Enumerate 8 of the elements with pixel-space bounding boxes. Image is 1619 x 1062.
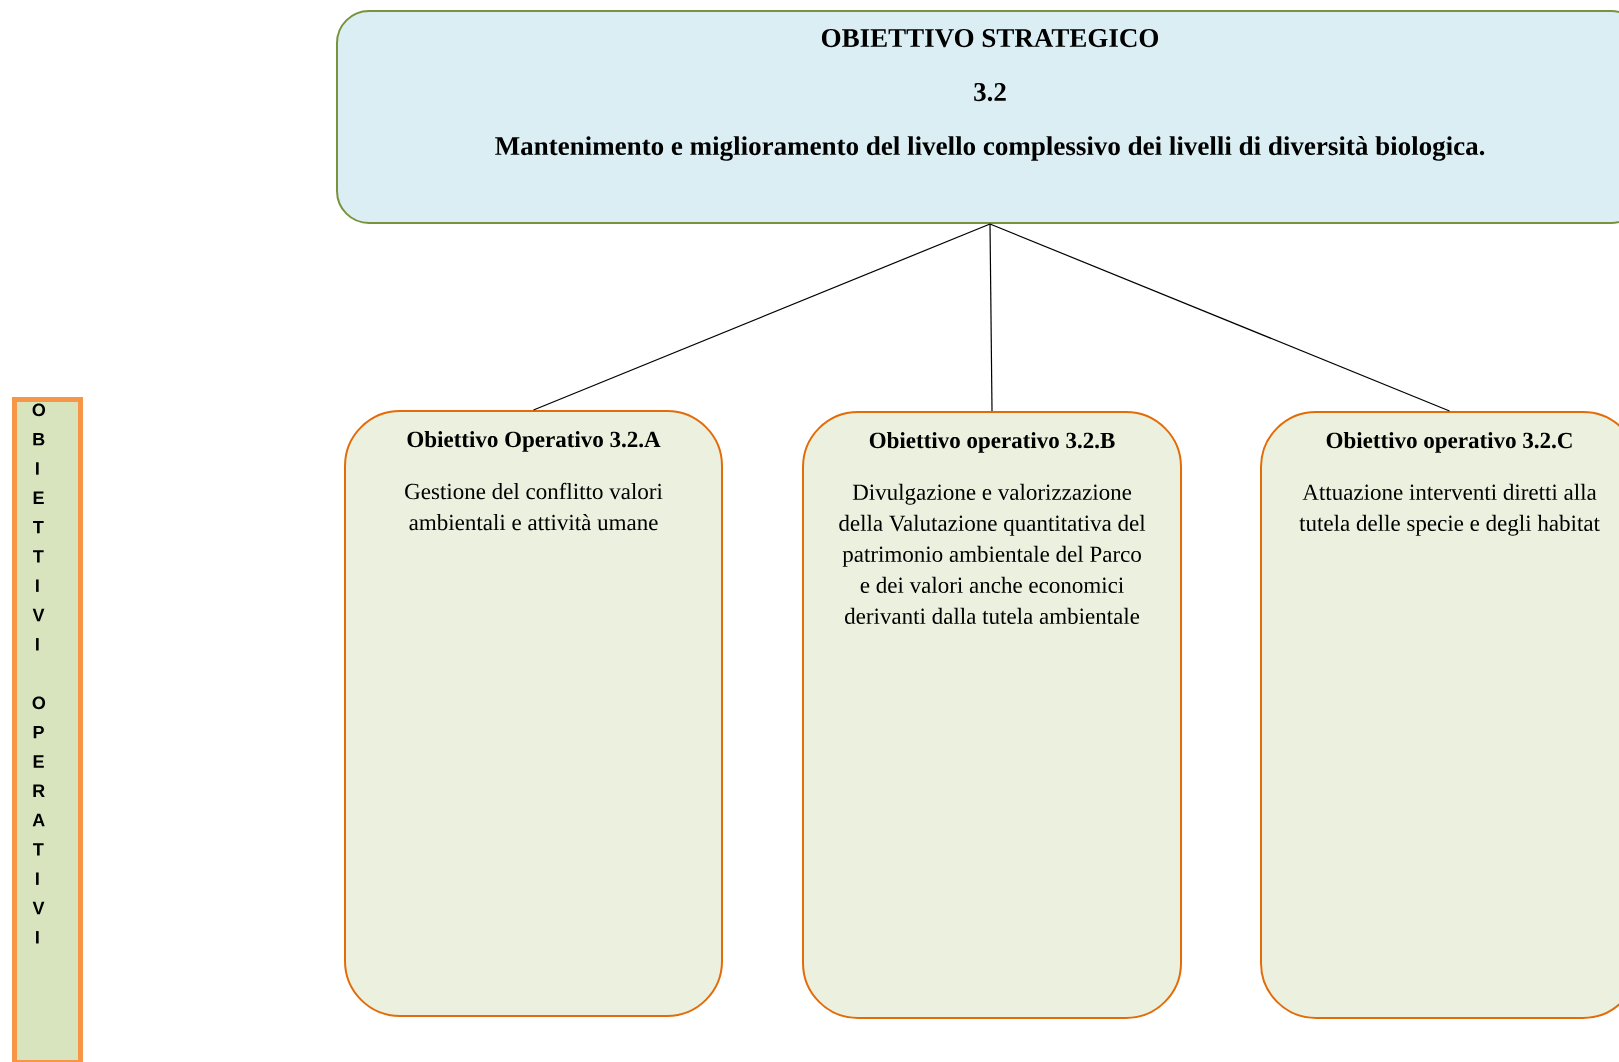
objective-box: Obiettivo Operativo 3.2.A Gestione del conflitto valori ambientali e attività umane: [344, 410, 723, 1017]
label-bar: OBIETTIVI OPERATIVI: [12, 397, 83, 1062]
connector-line: [532, 223, 991, 411]
objective-box: OBIETTIVO STRATEGICO 3.2 Mantenimento e miglioramento del livello complessivo dei livelli di diversità biologica.: [336, 10, 1619, 224]
connector-line: [989, 223, 1451, 412]
objective-box: Obiettivo operativo 3.2.C Attuazione interventi diretti alla tutela delle specie e degli habitat: [1260, 411, 1619, 1019]
objective-box: Obiettivo operativo 3.2.B Divulgazione e valorizzazione della Valutazione quantitativa del patrimonio ambientale del Parco e dei valori anche economici derivanti dalla tutela ambientale: [802, 411, 1182, 1019]
connector-line: [989, 223, 993, 412]
